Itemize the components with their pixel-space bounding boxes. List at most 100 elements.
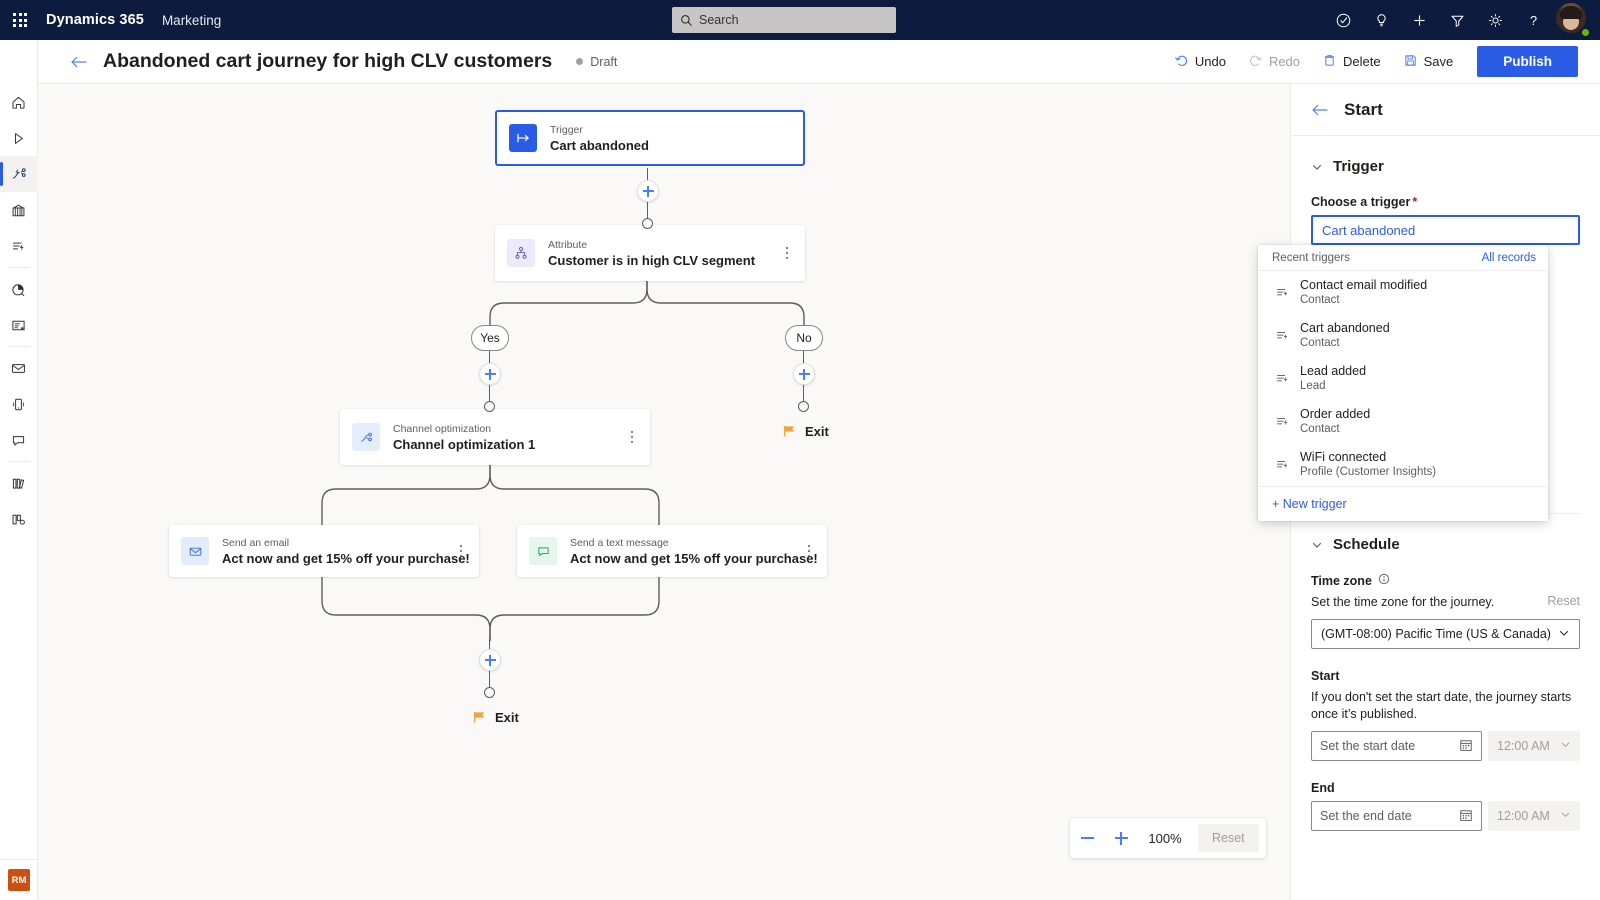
node-subtitle: Trigger [550,123,583,136]
delete-button[interactable]: Delete [1312,47,1391,77]
add-step-button-no[interactable] [793,363,815,385]
lightbulb-icon[interactable] [1362,0,1400,40]
flyout-header: Recent triggers All records [1258,245,1548,270]
flyout-item-title: Contact email modified [1300,278,1428,292]
sidebar-item-triggers[interactable] [0,228,38,264]
sidebar-item-recent[interactable] [0,120,38,156]
start-time-select[interactable]: 12:00 AM [1488,731,1580,761]
journey-node-attribute[interactable]: Attribute Customer is in high CLV segmen… [495,225,805,281]
node-subtitle: Send a text message [570,536,669,549]
zoom-in-button[interactable] [1104,818,1138,858]
chevron-down-icon [1311,539,1323,551]
search-icon [680,14,693,27]
sidebar-item-assets[interactable] [0,192,38,228]
start-date-row: Set the start date 12:00 AM [1311,731,1580,761]
panel-title: Start [1344,99,1383,119]
add-step-button-1[interactable] [637,180,659,202]
save-button[interactable]: Save [1393,47,1464,77]
plus-icon[interactable] [1400,0,1438,40]
brand-label[interactable]: Dynamics 365 [46,12,144,28]
search-input[interactable] [699,13,879,27]
help-icon[interactable]: ? [1514,0,1552,40]
new-trigger-button[interactable]: + New trigger [1258,486,1548,521]
calendar-icon[interactable] [1459,808,1473,825]
all-records-link[interactable]: All records [1481,252,1536,264]
zoom-out-button[interactable] [1070,818,1104,858]
edge-trigger-attribute [647,168,649,252]
choose-trigger-combobox[interactable]: Cart abandoned [1311,215,1580,245]
add-step-button-yes[interactable] [479,363,501,385]
section-schedule-header[interactable]: Schedule [1311,536,1580,553]
node-menu-icon[interactable] [801,540,817,562]
app-launcher-icon[interactable] [0,0,40,40]
sidebar-item-home[interactable] [0,84,38,120]
journey-node-send-email[interactable]: Send an email Act now and get 15% off yo… [169,525,479,577]
panel-back-icon[interactable] [1311,102,1330,118]
flyout-header-label: Recent triggers [1272,252,1350,264]
back-arrow-icon[interactable] [70,54,89,70]
sidebar-item-segments[interactable] [0,501,38,537]
zoom-reset-button[interactable]: Reset [1198,824,1259,852]
info-icon[interactable] [1378,573,1390,588]
end-time-select[interactable]: 12:00 AM [1488,801,1580,831]
global-search[interactable] [672,7,896,33]
avatar[interactable] [1556,3,1591,38]
sidebar-item-journeys[interactable] [0,156,38,192]
presence-indicator [1580,27,1591,38]
node-subtitle: Send an email [222,536,290,549]
sidebar-item-emails[interactable] [0,350,38,386]
sidebar-item-push-notifications[interactable] [0,386,38,422]
left-navigation-rail: RM [0,40,38,900]
journey-node-trigger[interactable]: Trigger Cart abandoned [495,110,805,166]
svg-text:?: ? [1529,12,1536,27]
timezone-reset-link[interactable]: Reset [1547,594,1580,608]
journey-canvas[interactable]: Trigger Cart abandoned Attribute Custome… [38,84,1290,900]
choose-trigger-value: Cart abandoned [1322,222,1416,238]
node-menu-icon[interactable] [453,540,469,562]
node-menu-icon[interactable] [779,242,795,264]
sidebar-item-analytics[interactable] [0,271,38,307]
save-icon [1403,53,1418,71]
start-helper-text: If you don't set the start date, the jou… [1311,690,1572,721]
flyout-item-subtitle: Profile (Customer Insights) [1300,466,1437,478]
branch-label-no[interactable]: No [785,325,823,351]
flyout-list: Contact email modified Contact Cart aban… [1258,270,1548,486]
publish-button[interactable]: Publish [1477,46,1578,77]
flyout-item-cart-abandoned[interactable]: Cart abandoned Contact [1258,314,1548,357]
sidebar-item-text-messages[interactable] [0,422,38,458]
section-trigger-header[interactable]: Trigger [1311,158,1580,175]
flyout-item-wifi-connected[interactable]: WiFi connected Profile (Customer Insight… [1258,443,1548,486]
sidebar-item-content[interactable] [0,465,38,501]
journey-node-channel-optimization[interactable]: Channel optimization Channel optimizatio… [340,409,650,465]
add-step-button-final[interactable] [479,649,501,671]
start-date-input[interactable]: Set the start date [1311,731,1482,761]
end-date-input[interactable]: Set the end date [1311,801,1482,831]
user-initials-badge[interactable]: RM [8,869,30,891]
flag-icon [783,425,797,438]
calendar-icon[interactable] [1459,738,1473,755]
filter-icon[interactable] [1438,0,1476,40]
flyout-item-lead-added[interactable]: Lead added Lead [1258,357,1548,400]
trigger-icon [1272,414,1292,429]
command-bar-actions: Undo Redo Delete Save Publish [1164,46,1578,77]
app-name-label[interactable]: Marketing [161,12,222,28]
node-menu-icon[interactable] [624,426,640,448]
delete-label: Delete [1343,54,1381,69]
sidebar-item-forms[interactable] [0,307,38,343]
trigger-icon [1272,371,1292,386]
compass-check-icon[interactable] [1324,0,1362,40]
start-date-placeholder: Set the start date [1320,739,1416,753]
undo-button[interactable]: Undo [1164,47,1236,77]
edge-channel-merge [321,577,660,641]
flyout-item-order-added[interactable]: Order added Contact [1258,400,1548,443]
command-bar: Abandoned cart journey for high CLV cust… [0,40,1600,84]
redo-button[interactable]: Redo [1238,47,1310,77]
status-label: Draft [590,54,618,69]
branch-label-yes[interactable]: Yes [471,325,509,351]
connector-dot-yes [484,401,495,412]
timezone-select[interactable]: (GMT-08:00) Pacific Time (US & Canada) [1311,619,1580,649]
journey-node-send-text-message[interactable]: Send a text message Act now and get 15% … [517,525,827,577]
flyout-item-contact-email-modified[interactable]: Contact email modified Contact [1258,271,1548,314]
gear-icon[interactable] [1476,0,1514,40]
chevron-down-icon [1560,809,1571,823]
